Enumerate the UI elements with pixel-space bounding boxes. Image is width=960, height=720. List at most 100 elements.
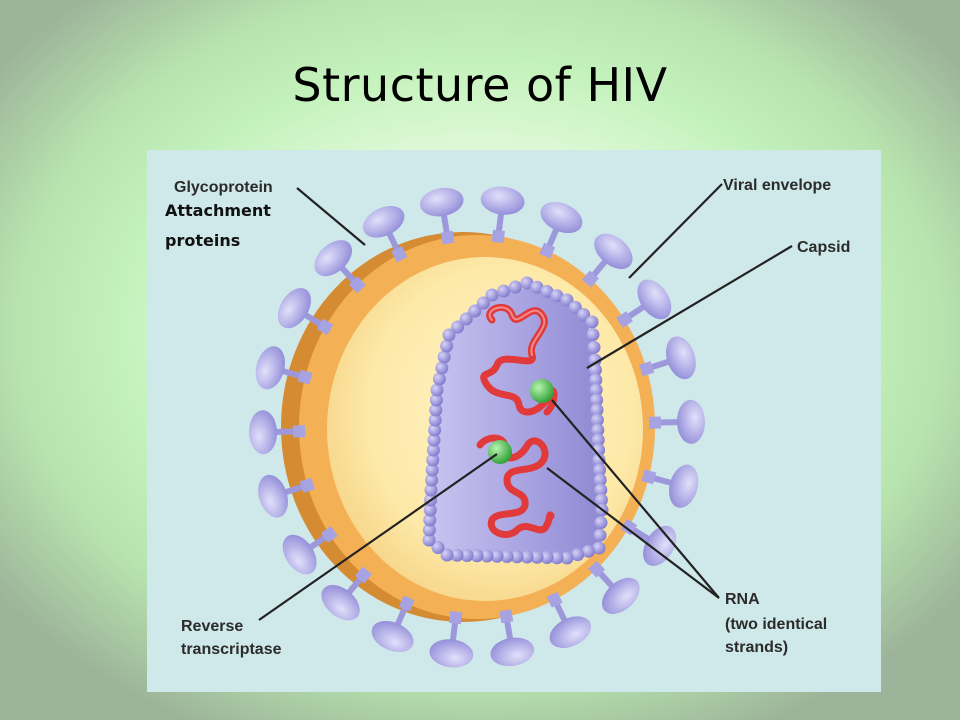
capsid-bead: [428, 413, 442, 427]
glycoprotein-spike: [371, 595, 415, 653]
glycoprotein-spikes-front: [249, 399, 705, 668]
reverse-transcriptase-label-line2: transcriptase: [181, 641, 282, 658]
capsid-bead: [550, 551, 564, 565]
rna-label-line2: (two identical: [725, 616, 828, 633]
capsid-bead: [590, 403, 604, 417]
viral-envelope-label: Viral envelope: [723, 177, 832, 194]
capsid-bead: [500, 550, 514, 563]
capsid-bead: [427, 433, 441, 447]
capsid-bead: [571, 548, 585, 562]
capsid-bead: [540, 551, 554, 564]
capsid-bead: [594, 516, 608, 530]
capsid-bead: [426, 443, 440, 457]
capsid-bead: [431, 541, 445, 554]
reverse-transcriptase-lower: [488, 440, 512, 464]
glycoprotein-spike: [616, 279, 672, 328]
capsid-bead: [468, 304, 482, 318]
glycoprotein-spike: [539, 201, 583, 259]
capsid-bead: [470, 549, 484, 563]
capsid-bead: [424, 483, 438, 497]
capsid-bead: [425, 463, 439, 477]
capsid-bead: [568, 300, 582, 314]
rna-strand-lower: [476, 434, 555, 538]
capsid-bead: [550, 289, 564, 303]
capsid-bead: [593, 473, 607, 487]
capsid-bead: [530, 550, 544, 564]
capsid-bead: [440, 339, 454, 353]
capsid-bead: [497, 284, 511, 298]
capsid-bead: [476, 296, 490, 310]
capsid-bead: [442, 328, 456, 342]
capsid-bead: [577, 308, 591, 322]
capsid-bead: [589, 383, 603, 397]
glycoprotein-spike: [282, 526, 338, 575]
leader-lines: [258, 183, 793, 621]
attachment-label-line2: proteins: [165, 231, 241, 250]
capsid-bead: [587, 340, 601, 354]
hiv-diagram-panel: Glycoprotein Attachment proteins Viral e…: [147, 150, 881, 692]
reverse-transcriptase-upper: [530, 379, 554, 403]
capsid-bead: [560, 551, 574, 565]
capsid-bead: [591, 423, 605, 437]
glycoprotein-label: Glycoprotein: [174, 179, 273, 196]
hiv-virion-illustration: [249, 183, 793, 668]
slide-title: Structure of HIV: [292, 58, 668, 112]
glycoprotein-spike: [321, 566, 372, 621]
capsid-bead: [451, 320, 465, 334]
capsid-bead: [530, 280, 544, 294]
glycoprotein-spike: [277, 287, 334, 336]
attachment-label-line1: Attachment: [165, 201, 271, 220]
capsid-bead: [593, 528, 607, 542]
capsid-bead: [591, 433, 605, 447]
capsid-bead: [459, 312, 473, 326]
rna-label-line3: strands): [725, 639, 789, 656]
glycoprotein-spike: [641, 464, 699, 508]
capsid-bead: [485, 288, 499, 302]
glycoprotein-spike: [582, 233, 633, 288]
capsid-bead: [585, 315, 599, 329]
capsid-bead: [440, 548, 454, 562]
glycoprotein-spike: [490, 609, 535, 667]
capsid-bead: [422, 533, 436, 547]
capsid-bead: [460, 549, 474, 562]
reverse-transcriptase-label-line1: Reverse: [181, 618, 244, 635]
glycoprotein-spike: [249, 410, 306, 455]
glycoprotein-spike: [258, 474, 315, 518]
rna-strand-upper-highlight: [488, 306, 546, 356]
rna-label-line1: RNA: [725, 591, 760, 608]
capsid-bead: [590, 413, 604, 427]
capsid-bead: [594, 493, 608, 507]
capsid-protein-beads: [422, 276, 609, 565]
capsid-bead: [428, 423, 442, 437]
capsid-bead: [450, 548, 464, 562]
capsid-bead: [426, 453, 440, 467]
capsid-bead: [429, 403, 443, 417]
capsid-bead: [581, 544, 595, 558]
glycoprotein-spike: [480, 186, 525, 244]
glycoprotein-spike: [639, 336, 696, 380]
capsid-bead: [592, 541, 606, 555]
capsid-bead: [560, 293, 574, 307]
glycoprotein-spike: [255, 346, 313, 390]
capsid-bead: [437, 350, 451, 364]
capsid-bead: [422, 523, 436, 537]
glycoprotein-spike: [362, 205, 408, 263]
glycoprotein-spikes-back: [255, 186, 696, 390]
glycoprotein-spike: [648, 399, 705, 444]
glycoprotein-spike: [546, 591, 592, 649]
capsid-bead: [589, 373, 603, 387]
capsid-bead: [520, 550, 534, 564]
capsid-bead: [592, 443, 606, 457]
glycoprotein-spike: [314, 240, 366, 294]
glycoprotein-spike: [429, 610, 474, 668]
capsid-bead: [594, 483, 608, 497]
capsid-bead: [432, 372, 446, 386]
capsid-bead: [435, 361, 449, 375]
capsid-bead: [425, 473, 439, 487]
capsid-bead: [423, 513, 437, 527]
capsid-bead: [588, 353, 602, 367]
capsid-bead: [429, 393, 443, 407]
capsid-bead: [588, 363, 602, 377]
glycoprotein-spike: [588, 560, 640, 614]
capsid-bead: [480, 549, 494, 563]
